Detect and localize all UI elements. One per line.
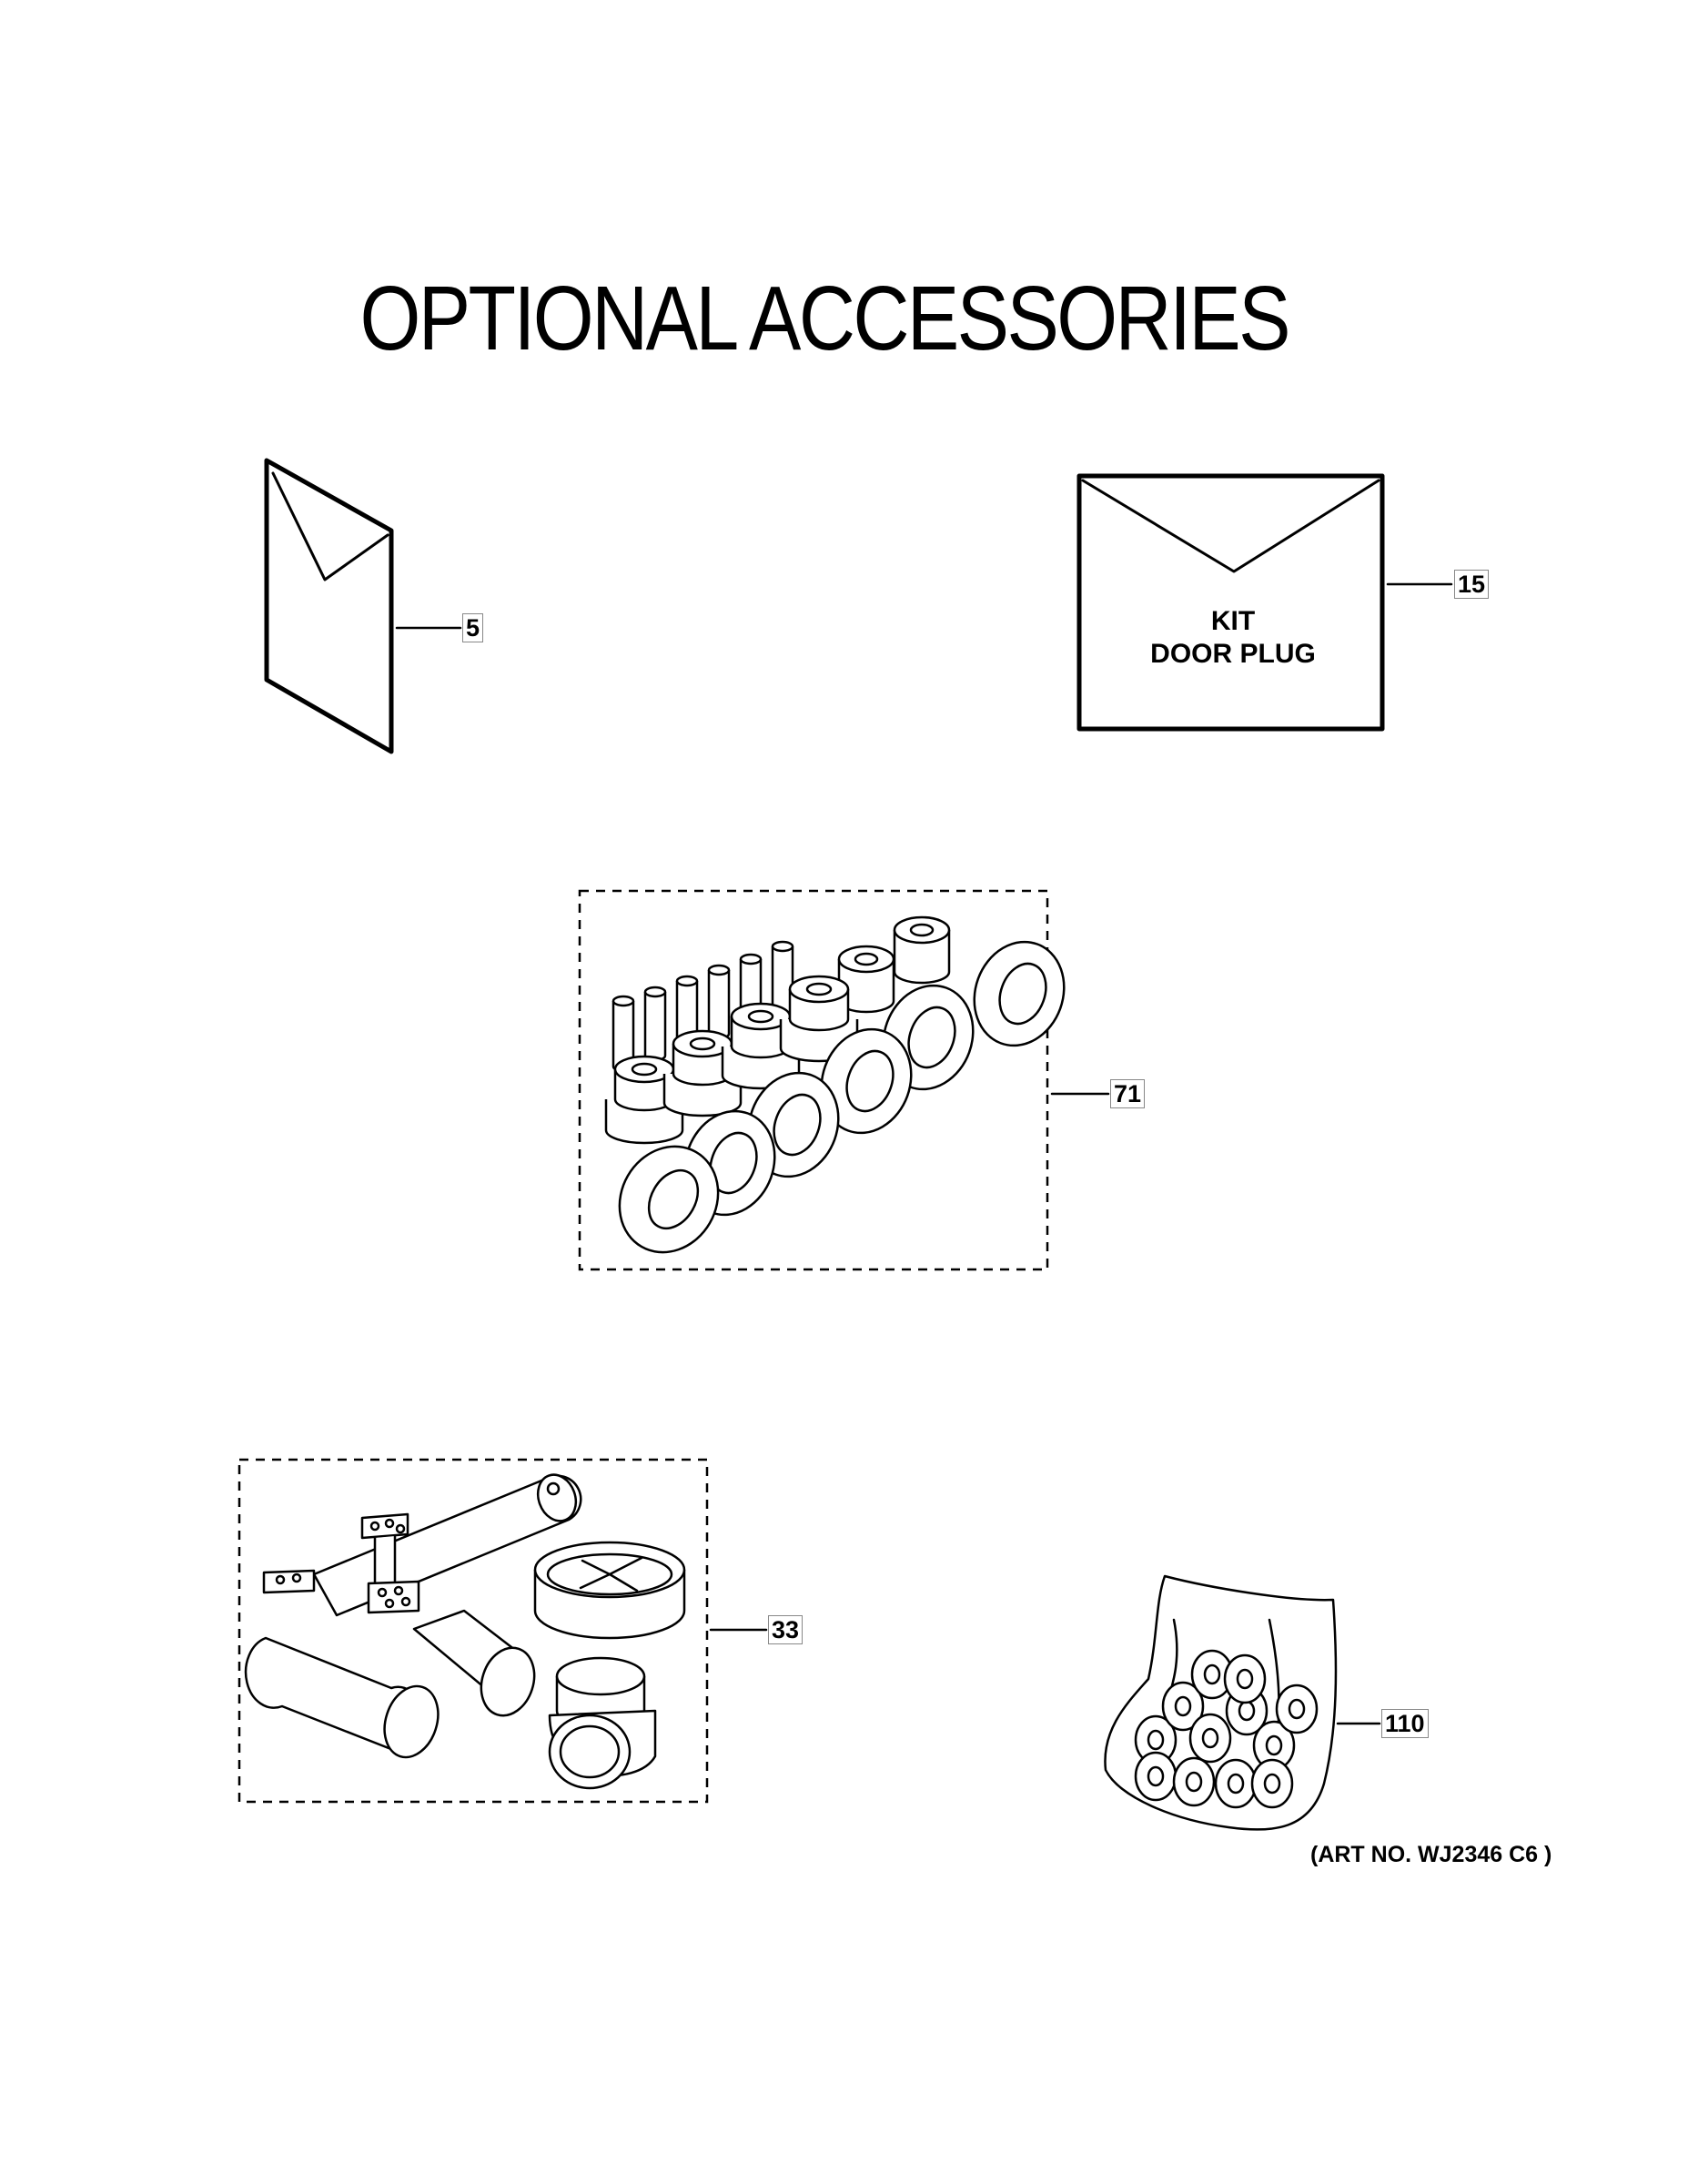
drain-kit-icon — [244, 1473, 686, 1790]
kit-label-line-1: KIT — [1210, 606, 1256, 636]
drain-kit-frame — [238, 1458, 709, 1804]
callout-110: 110 — [1381, 1709, 1429, 1738]
callout-15: 15 — [1454, 570, 1490, 599]
art-number: (ART NO. WJ2346 C6 ) — [1310, 1842, 1552, 1867]
envelope-icon — [1076, 473, 1385, 732]
callout-5: 5 — [462, 613, 484, 642]
callout-71: 71 — [1110, 1079, 1146, 1108]
spacer-kit-icon — [604, 915, 1066, 1254]
kit-label: KIT DOOR PLUG — [1083, 605, 1383, 671]
spacer-kit-frame — [578, 889, 1049, 1271]
page-title: OPTIONAL ACCESSORIES — [359, 268, 1290, 369]
screw-bag-icon — [1104, 1574, 1338, 1831]
callout-33: 33 — [768, 1615, 804, 1644]
kit-label-line-2: DOOR PLUG — [1150, 639, 1316, 669]
manual-booklet-icon — [264, 458, 394, 754]
